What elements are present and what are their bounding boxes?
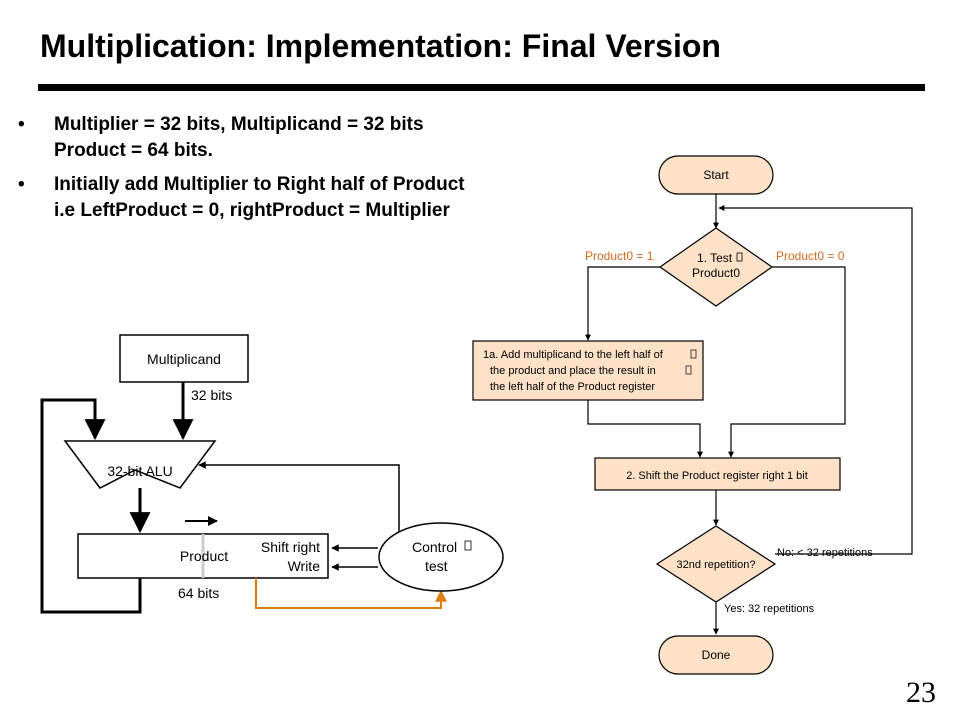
control-to-alu-wire [198,461,400,533]
product-width-label: 64 bits [178,585,219,601]
bullet-dot-icon: • [18,114,25,135]
control-test-label: test [425,558,448,574]
flow-add-text: the product and place the result in [490,365,656,377]
bullet-dot-icon: • [18,174,25,195]
flow-test-label: 1. Test [697,251,733,265]
bullet-line: Product = 64 bits. [54,140,213,161]
datapath-diagram: Multiplicand 32 bits 32-bit ALU Product … [40,334,504,614]
missing-glyph-icon [736,252,743,262]
flow-done-node [658,635,774,675]
product0-test-wire [255,578,447,609]
flow-add-text: 1a. Add multiplicand to the left half of [483,349,664,361]
flow-shift-step [594,457,841,491]
flow-done-label: Done [702,648,731,662]
flow-connector [587,400,703,458]
flow-no-label: No: < 32 repetitions [777,547,873,559]
bullet-line: Initially add Multiplier to Right half o… [54,174,465,195]
alu-shape [63,440,217,489]
missing-glyph-icon [464,540,472,551]
slide-title: Multiplication: Implementation: Final Ve… [40,28,721,64]
flow-add-text: the left half of the Product register [490,381,655,393]
missing-glyph-icon [685,365,692,375]
flow-loop-back [718,205,913,555]
multiplicand-label: Multiplicand [147,351,221,367]
flow-test-label: Product0 [692,266,740,280]
write-label: Write [288,558,321,574]
bullet-item: • Multiplier = 32 bits, Multiplicand = 3… [18,112,658,164]
page-number: 23 [906,676,936,709]
flow-connector [585,266,660,341]
bullet-line: Multiplier = 32 bits, Multiplicand = 32 … [54,114,424,135]
flow-connector [728,266,846,458]
shift-right-label: Shift right [261,539,320,555]
flow-add-step [472,340,704,401]
alu-label: 32-bit ALU [107,463,172,479]
flow-shift-text: 2. Shift the Product register right 1 bi… [626,470,808,482]
control-unit [378,522,504,592]
flow-branch-one-label: Product0 = 1 [585,249,654,263]
title-underline [38,84,925,91]
flow-start-label: Start [703,168,729,182]
multiplicand-register [119,334,249,383]
control-label: Control [412,539,457,555]
flow-test-decision [658,227,774,307]
product-label: Product [180,548,228,564]
missing-glyph-icon [690,349,697,359]
bullet-list: • Multiplier = 32 bits, Multiplicand = 3… [18,112,658,232]
flow-branch-zero-label: Product0 = 0 [776,249,845,263]
flow-yes-label: Yes: 32 repetitions [724,603,815,615]
bullet-item: • Initially add Multiplier to Right half… [18,172,658,224]
feedback-wire [40,398,142,614]
bullet-line: i.e LeftProduct = 0, rightProduct = Mult… [54,200,450,221]
flow-repetition-label: 32nd repetition? [677,559,756,571]
bus-width-label: 32 bits [191,387,232,403]
flowchart: Start 1. Test Product0 Product0 = 1 Prod… [472,155,913,675]
